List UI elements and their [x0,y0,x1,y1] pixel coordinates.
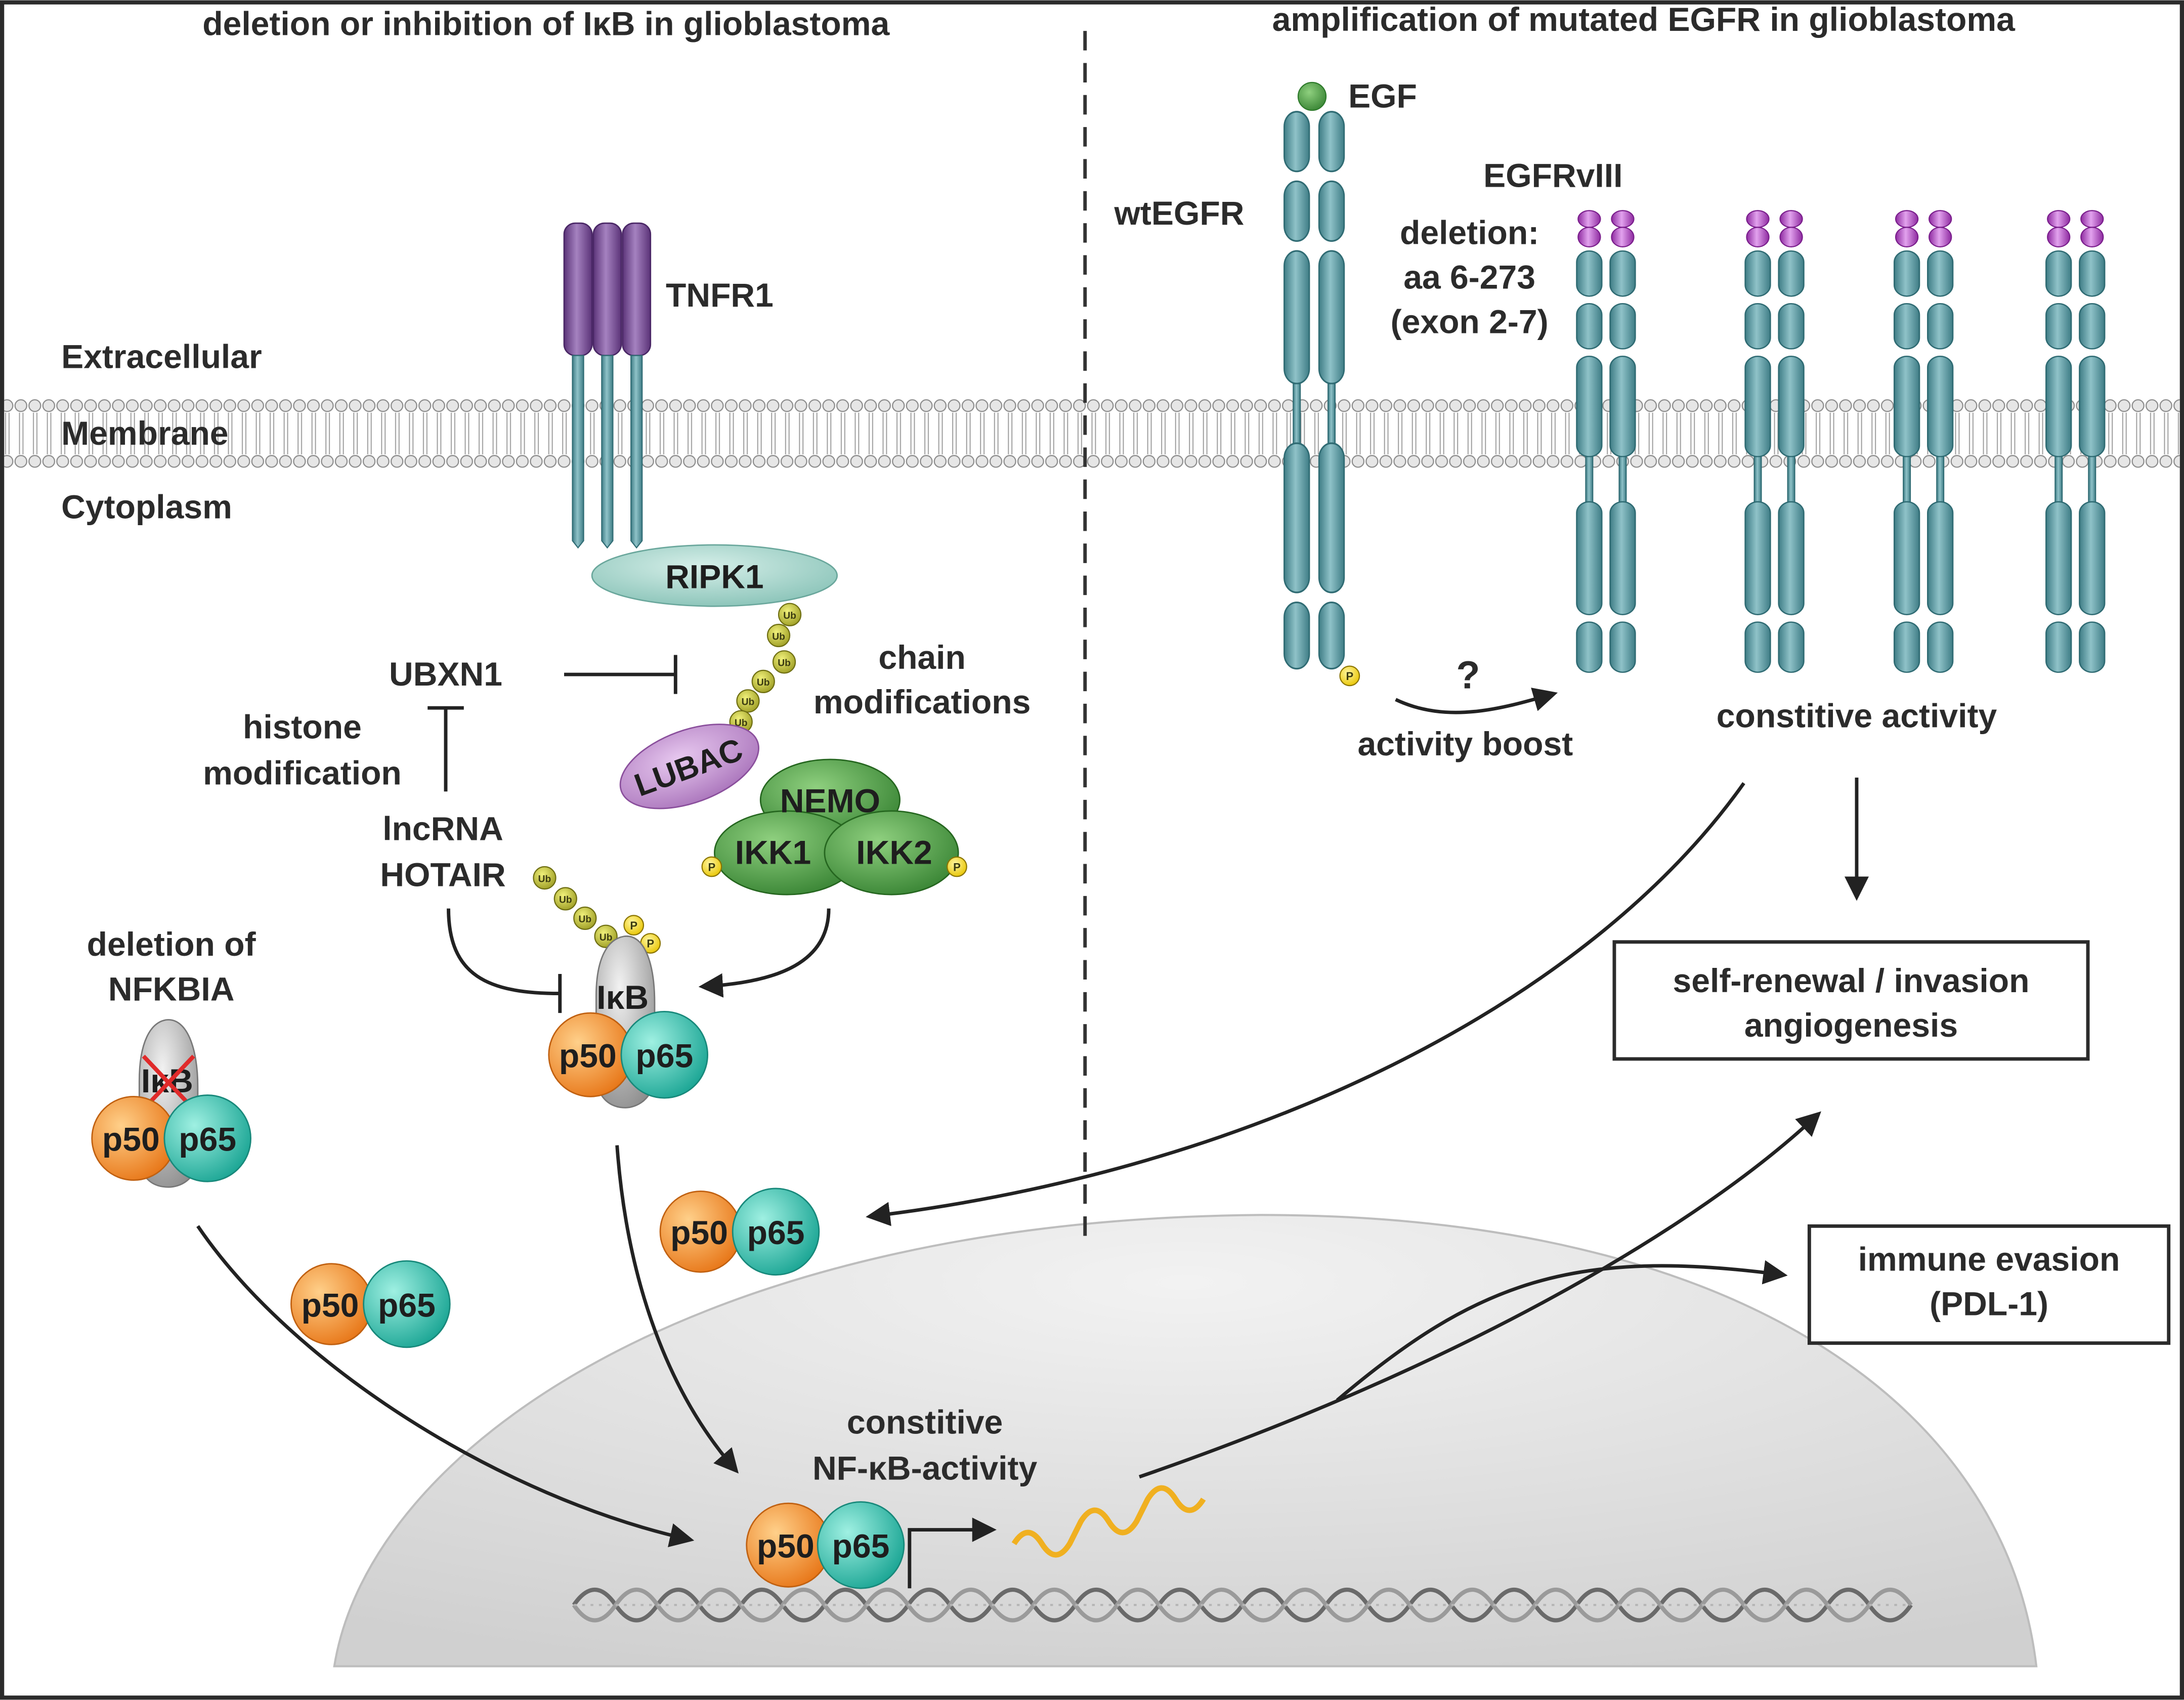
label-modification: modification [203,755,402,792]
label-ubxn1: UBXN1 [389,656,502,693]
svg-text:P: P [953,861,961,873]
label-activity-boost: activity boost [1357,726,1573,763]
svg-text:P: P [708,861,716,873]
nucleus-to-renewal-arrow [1138,1111,1821,1479]
svg-text:Ub: Ub [783,611,796,621]
svg-text:P: P [630,919,637,932]
label-membrane: Membrane [61,415,228,452]
label-p65-nuclear: p65 [832,1528,890,1565]
label-angiogenesis: angiogenesis [1744,1007,1958,1044]
label-p65-deletion: p65 [179,1121,236,1159]
label-lncrna: lncRNA [382,811,503,848]
label-wtegfr: wtEGFR [1114,195,1245,232]
svg-text:Ub: Ub [778,658,791,669]
label-constitutive-activity: constitive activity [1717,698,1997,735]
label-egfrviii: EGFRvIII [1483,157,1622,194]
svg-text:Ub: Ub [772,631,785,642]
label-deletion: deletion: [1400,214,1539,251]
label-immune-evasion: immune evasion [1858,1241,2120,1278]
label-question: ? [1456,654,1480,697]
outcome-box-immune [1807,1224,2171,1345]
label-ikk1: IKK1 [735,834,811,872]
dna-helix [572,1587,1913,1623]
nfkb-dimer-deletion [91,1094,251,1182]
label-exon: (exon 2-7) [1391,304,1549,341]
egf-ligand [1297,81,1327,111]
nucleus-to-immune-arrow [1336,1260,1788,1402]
nfkb-dimer-free-2 [659,1187,820,1276]
nfkb-dimer-cytoplasm [548,1010,708,1099]
tnfr1-receptor [563,222,652,549]
svg-text:Ub: Ub [599,932,613,943]
ikk-complex [714,758,959,896]
label-ikb: IκB [596,979,649,1016]
phospho-wtegfr: P [1339,665,1360,687]
label-p65-free-1: p65 [378,1287,436,1324]
svg-text:Ub: Ub [578,914,591,925]
label-aa-range: aa 6-273 [1403,259,1535,296]
svg-text:P: P [647,938,654,950]
svg-text:Ub: Ub [538,874,551,884]
outcome-box-renewal [1612,940,2090,1061]
phospho-ikk2: P [947,856,967,877]
phospho-ikb: P P [623,915,661,954]
label-chain-modifications: modifications [813,684,1031,721]
label-nemo: NEMO [780,783,880,820]
label-pdl1: (PDL-1) [1930,1286,2048,1323]
deletion-to-nucleus-arrow [196,1225,695,1547]
label-ripk1: RIPK1 [665,558,764,596]
label-p50-nuclear: p50 [757,1528,815,1565]
label-tnfr1: TNFR1 [666,277,774,314]
label-ikk2: IKK2 [856,834,932,872]
svg-text:Ub: Ub [757,677,770,688]
activity-boost-arrow [1395,688,1558,714]
label-extracellular: Extracellular [61,338,262,375]
nfkb-dimer-free-1 [290,1260,451,1348]
label-cytoplasm: Cytoplasm [61,489,232,526]
hotair-inhibits-ikb [447,908,560,996]
svg-text:Ub: Ub [559,895,572,906]
transcription-arrow [908,1517,997,1589]
mrna-transcript [1011,1485,1206,1558]
label-p50-cyto: p50 [559,1037,617,1075]
label-hotair: HOTAIR [380,857,505,894]
label-self-renewal: self-renewal / invasion [1673,962,2030,1000]
label-deletion-of: deletion of [87,926,256,963]
heading-left: deletion or inhibition of IκB in gliobla… [202,5,890,42]
label-nfkbia: NFKBIA [108,970,235,1008]
egfrviii-to-nfkb-arrow [866,782,1745,1226]
label-nfkb-activity: NF-κB-activity [812,1450,1038,1487]
label-egf: EGF [1348,78,1417,115]
phospho-ikk1: P [701,856,722,877]
svg-text:Ub: Ub [742,697,755,708]
label-p50-free-2: p50 [670,1214,728,1252]
heading-right: amplification of mutated EGFR in gliobla… [1272,1,2016,38]
lubac-complex [619,724,759,810]
label-p65-cyto: p65 [635,1037,693,1075]
nfkb-dimer-nuclear [746,1501,905,1589]
label-p50-free-1: p50 [302,1287,359,1324]
membrane-bilayer [4,398,2180,469]
svg-text:P: P [1346,670,1353,683]
ikb-degradation-to-nucleus-arrow [615,1145,739,1474]
label-histone: histone [243,709,362,746]
ripk1-protein [591,544,838,607]
label-p65-free-2: p65 [747,1214,805,1252]
ikk-to-ikb-arrow [698,908,831,998]
label-chain: chain [878,639,966,676]
label-constitive: constitive [847,1404,1003,1441]
label-p50-deletion: p50 [102,1121,160,1159]
